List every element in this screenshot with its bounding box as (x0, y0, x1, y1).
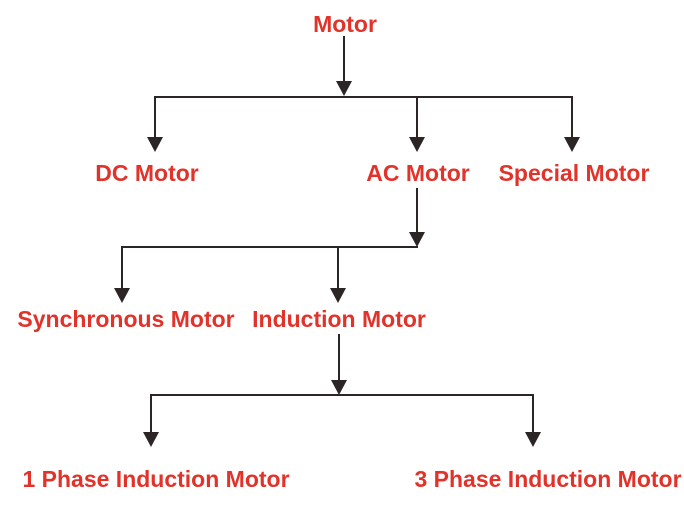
connector-to-induction-motor (337, 246, 339, 288)
connector-motor-stem (343, 36, 345, 81)
node-induction-motor: Induction Motor (252, 306, 426, 332)
connector-to-1-phase (150, 394, 152, 432)
connector-to-3-phase (532, 394, 534, 432)
arrowhead-ac-to-branch (409, 232, 425, 247)
arrowhead-to-3-phase (525, 432, 541, 447)
arrowhead-to-dc-motor (147, 137, 163, 152)
arrowhead-to-induction-motor (330, 288, 346, 303)
arrowhead-to-ac-motor (409, 137, 425, 152)
node-1-phase-induction-motor: 1 Phase Induction Motor (22, 466, 290, 492)
node-dc-motor: DC Motor (95, 160, 199, 186)
node-motor: Motor (313, 11, 377, 37)
arrowhead-to-1-phase (143, 432, 159, 447)
branch-line-level2 (121, 246, 418, 248)
node-ac-motor: AC Motor (366, 160, 470, 186)
connector-to-ac-motor (416, 96, 418, 137)
node-3-phase-induction-motor: 3 Phase Induction Motor (414, 466, 682, 492)
connector-to-dc-motor (154, 96, 156, 137)
node-special-motor: Special Motor (498, 160, 650, 186)
arrowhead-to-synchronous-motor (114, 288, 130, 303)
arrowhead-induction-to-branch (331, 380, 347, 395)
connector-induction-motor-stem (338, 334, 340, 380)
branch-line-level1 (154, 96, 573, 98)
connector-to-special-motor (571, 96, 573, 137)
branch-line-level3 (150, 394, 534, 396)
node-synchronous-motor: Synchronous Motor (17, 306, 235, 332)
arrowhead-motor-to-branch (336, 81, 352, 96)
arrowhead-to-special-motor (564, 137, 580, 152)
connector-to-synchronous-motor (121, 246, 123, 288)
connector-ac-motor-stem (416, 188, 418, 232)
